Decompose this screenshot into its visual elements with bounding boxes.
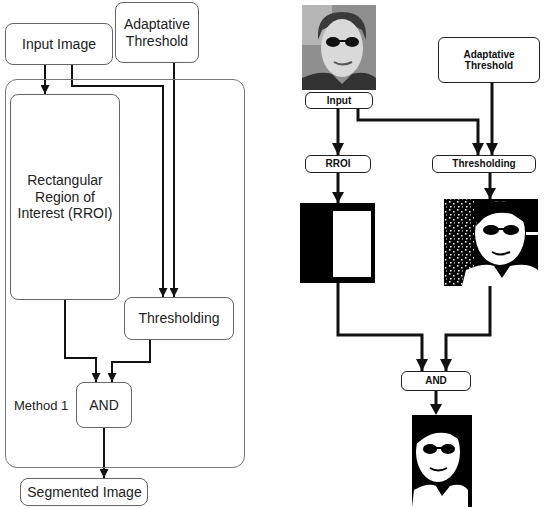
output-edge xyxy=(404,415,412,507)
arrow-connector xyxy=(65,300,96,382)
box-label: Segmented Image xyxy=(27,484,141,501)
process-box: Adaptative Threshold xyxy=(438,37,540,83)
threshold-image xyxy=(444,199,538,286)
threshold-hair xyxy=(476,201,524,226)
box-label: Input Image xyxy=(22,36,96,53)
output-mouth xyxy=(430,468,447,471)
process-box: Rectangular Region of Interest (RROI) xyxy=(10,94,120,300)
photo-face xyxy=(321,19,363,77)
photo-mouth xyxy=(334,62,352,65)
arrowhead xyxy=(332,192,344,203)
box-label: Input xyxy=(327,95,351,107)
output-glasses xyxy=(436,447,442,449)
mask-ground xyxy=(300,203,375,283)
group-label: Method 1 xyxy=(14,398,68,413)
arrow-connector xyxy=(173,63,175,297)
process-box: RROI xyxy=(305,155,371,173)
arrow-connector xyxy=(112,340,150,382)
threshold-face xyxy=(475,201,525,265)
box-label: Rectangular Region of Interest (RROI) xyxy=(11,172,119,222)
output-shoulders xyxy=(412,485,468,507)
operator-box: AND xyxy=(76,382,132,428)
segmented-image xyxy=(404,415,472,507)
output-ground xyxy=(404,415,472,507)
arrow-connector xyxy=(103,428,105,478)
process-box: Input Image xyxy=(5,23,113,65)
arrow-line xyxy=(435,391,438,405)
process-box: Thresholding xyxy=(432,155,536,173)
threshold-detail xyxy=(526,232,538,235)
box-label: AND xyxy=(425,375,447,387)
arrowhead xyxy=(430,404,442,415)
box-label: RROI xyxy=(326,158,351,170)
photo-glasses xyxy=(338,40,346,42)
operator-box: AND xyxy=(401,371,471,391)
arrowhead xyxy=(484,188,496,199)
photo-glasses xyxy=(345,37,359,47)
photo-glasses xyxy=(326,37,340,47)
threshold-glasses xyxy=(497,228,505,230)
output-box: Segmented Image xyxy=(20,478,148,506)
process-box: Thresholding xyxy=(124,297,234,340)
rroi-mask-image xyxy=(300,203,375,283)
mask-window xyxy=(333,211,371,277)
output-face xyxy=(416,422,460,482)
box-label: Adaptative Threshold xyxy=(439,49,539,72)
threshold-mouth xyxy=(492,252,510,255)
box-label: Adaptative Threshold xyxy=(116,16,198,50)
output-hair xyxy=(416,421,460,444)
output-glasses xyxy=(423,444,437,454)
arrow-connector xyxy=(337,109,340,155)
input-photo xyxy=(302,5,376,90)
threshold-glasses xyxy=(503,225,519,235)
threshold-glasses xyxy=(483,225,499,235)
process-box: Input xyxy=(305,92,373,109)
box-label: Thresholding xyxy=(452,158,515,170)
photo-ground xyxy=(302,5,376,90)
process-box: Adaptative Threshold xyxy=(115,2,199,63)
method-group: Rectangular Region of Interest (RROI) Thr… xyxy=(5,79,245,468)
threshold-ground xyxy=(444,199,538,286)
output-glasses xyxy=(441,444,455,454)
box-label: AND xyxy=(89,397,119,414)
threshold-shoulders xyxy=(462,265,538,286)
arrow-connector xyxy=(358,109,478,155)
box-label: Thresholding xyxy=(139,310,220,327)
arrow-connector xyxy=(491,83,494,155)
photo-shoulders xyxy=(302,73,376,90)
